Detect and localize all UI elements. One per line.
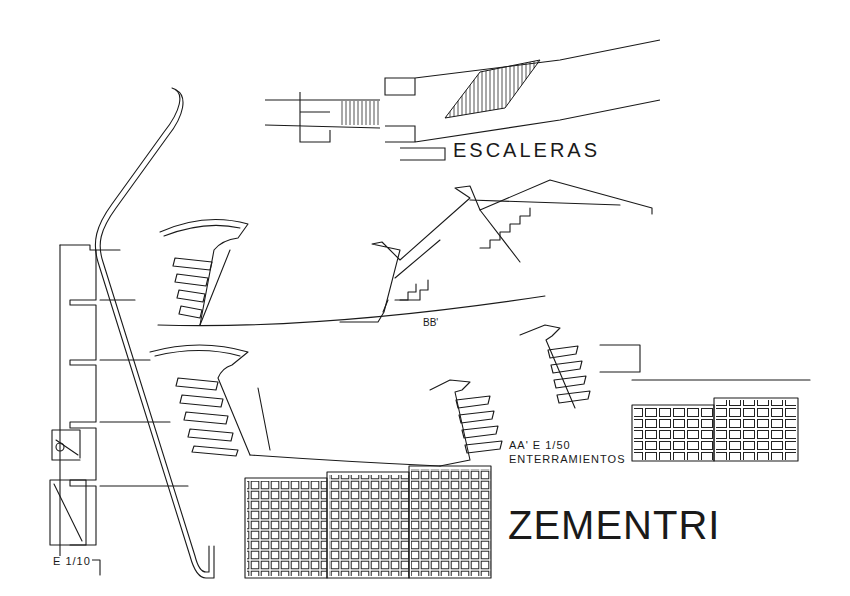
section-profile	[160, 220, 248, 326]
ground-line	[250, 455, 440, 466]
section-profile	[200, 250, 230, 325]
stair-plan	[265, 40, 660, 160]
ground-line	[158, 296, 545, 326]
section-profile	[520, 325, 575, 408]
niche-grid	[632, 405, 714, 461]
stair-steps	[480, 208, 530, 248]
detail	[52, 430, 80, 460]
drawing-label: ESCALERAS	[452, 140, 601, 160]
drawing-label: E 1/10	[52, 556, 92, 567]
niche-cells	[716, 400, 796, 460]
drawing-label: BB'	[422, 318, 439, 328]
stair-steps	[456, 396, 502, 453]
niche-slab	[96, 250, 188, 486]
slope-profile	[95, 88, 214, 578]
section-profile	[155, 351, 240, 357]
detail	[600, 345, 640, 372]
niche-grid	[409, 466, 491, 578]
niche-cells	[411, 469, 491, 576]
detail	[50, 480, 86, 545]
niche-grid	[327, 472, 409, 578]
niche-wall	[60, 245, 100, 575]
drawing-label: AA' E 1/50	[508, 440, 572, 451]
niche-grid	[245, 478, 327, 578]
niche-wall	[60, 245, 96, 545]
niche-grid	[714, 398, 798, 461]
section-bb	[383, 200, 620, 312]
section-profile	[164, 225, 240, 236]
niche-cells	[634, 407, 714, 460]
niche-cells	[247, 481, 327, 576]
stair-steps	[176, 378, 238, 456]
detail	[56, 443, 64, 451]
slope-profile	[100, 90, 209, 572]
section-bb	[340, 180, 652, 322]
drawing-label: ENTERRAMIENTOS	[508, 454, 626, 465]
line	[632, 379, 810, 380]
sheet-title: ZEMENTRI	[508, 505, 720, 545]
stair-steps	[400, 284, 416, 300]
stair-treads	[445, 60, 540, 118]
section-profile	[258, 388, 270, 450]
section-profile	[150, 345, 250, 455]
niche-cells	[329, 475, 409, 576]
stair-treads	[340, 101, 380, 125]
stair-steps	[548, 346, 590, 403]
